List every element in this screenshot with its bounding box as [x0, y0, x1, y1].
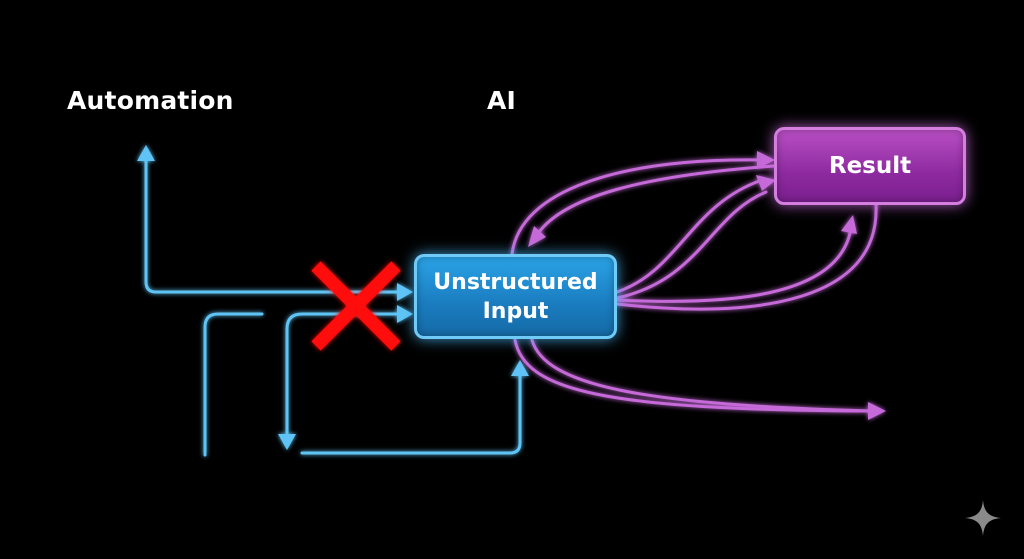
unstructured-input-node: Unstructured Input	[414, 254, 617, 339]
connector-input-to-result-mid2	[615, 190, 768, 300]
red-x-icon	[311, 261, 401, 351]
connector-loop-down	[285, 312, 402, 440]
connector-input-to-result-low	[615, 226, 853, 303]
connector-output-1	[513, 338, 874, 413]
connector-output-2	[530, 338, 874, 413]
connector-input-to-result-mid1	[615, 178, 764, 294]
input-node-line1: Unstructured	[433, 269, 598, 295]
connector-open-left	[203, 312, 264, 457]
connector-input-to-result-top	[510, 158, 764, 256]
automation-title: Automation	[67, 86, 234, 115]
arrowhead-right-icon	[397, 283, 413, 301]
ai-arrowheads	[528, 151, 886, 420]
automation-connectors	[144, 156, 522, 457]
arrowhead-right-icon	[397, 305, 413, 323]
arrowhead-up-icon	[511, 360, 529, 376]
connector-loop-up	[300, 370, 522, 455]
arrowhead-up-icon	[841, 215, 857, 234]
ai-title: AI	[487, 86, 517, 115]
result-node: Result	[774, 127, 966, 205]
automation-arrowheads	[137, 145, 529, 450]
sparkle-icon	[965, 500, 1001, 536]
arrowhead-up-icon	[137, 145, 155, 161]
ai-connectors	[510, 158, 878, 413]
result-node-label: Result	[828, 153, 912, 179]
arrowhead-down-left-icon	[528, 226, 546, 247]
input-node-line2: Input	[482, 298, 549, 324]
arrowhead-right-icon	[757, 151, 775, 169]
arrowhead-right-icon	[868, 402, 886, 420]
connector-up-left	[144, 156, 404, 294]
connector-result-to-input	[533, 164, 776, 240]
connector-result-to-input-low	[615, 203, 878, 311]
arrowhead-down-icon	[278, 434, 296, 450]
arrowhead-up-right-icon	[756, 175, 776, 191]
